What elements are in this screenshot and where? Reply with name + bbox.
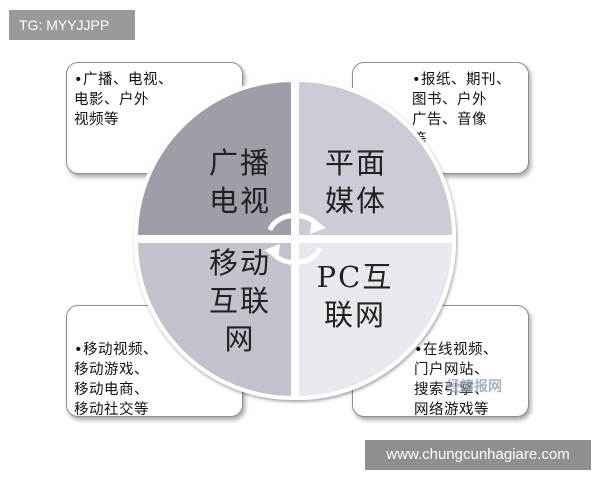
callout-text-top-left: •广播、电视、 电影、户外 视频等 <box>74 72 174 128</box>
logo-watermark: 经情报网 <box>446 379 502 395</box>
quadrant-top-left <box>133 77 295 239</box>
quadrant-label-top-right: 平面 媒体 <box>324 146 387 218</box>
quadrant-bottom-left <box>133 239 295 401</box>
tag-label: TG: MYYJJPP <box>9 10 135 40</box>
callout-text-bottom-right: •在线视频、 门户网站、 搜索引擎、 网络游戏等 <box>414 342 499 418</box>
callout-text-bottom-left: •移动视频、 移动游戏、 移动电商、 移动社交等 <box>74 342 159 418</box>
quadrant-top-right <box>295 77 457 239</box>
quadrant-label-bottom-left: 移动 互联 网 <box>208 246 271 356</box>
cycle-arrowheads-icon <box>264 218 326 260</box>
quadrant-label-top-left: 广播 电视 <box>208 146 271 218</box>
site-watermark: www.chungcunhagiare.com <box>365 440 591 470</box>
quadrant-bottom-right <box>295 239 457 401</box>
quadrant-label-bottom-right: PC互 联网 <box>316 260 394 332</box>
